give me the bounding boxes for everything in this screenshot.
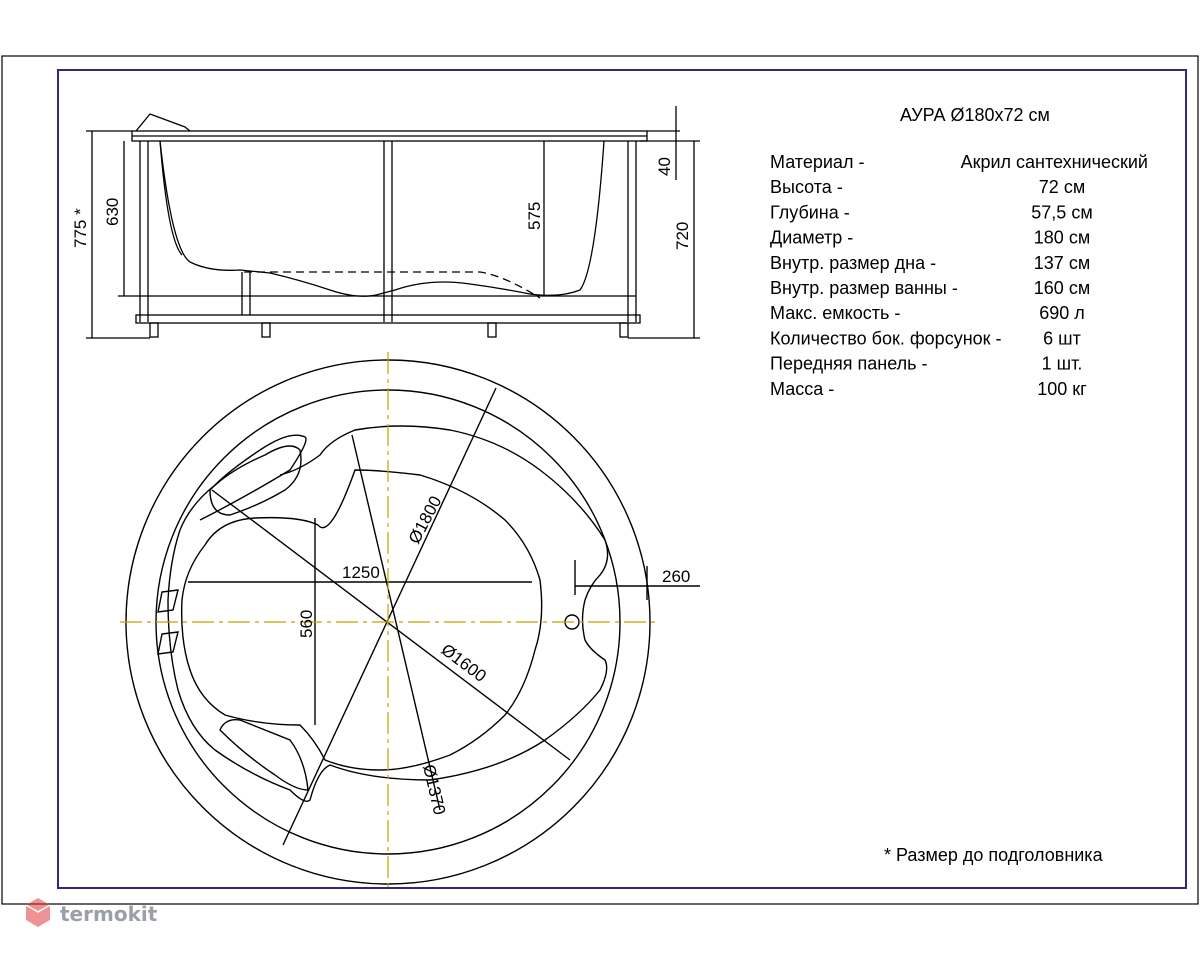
spec-label: Макс. емкость - [770, 303, 900, 323]
spec-value: 100 кг [1037, 379, 1087, 399]
spec-label: Внутр. размер дна - [770, 253, 936, 273]
dim-rim: 40 [655, 157, 674, 176]
spec-value: 6 шт [1043, 328, 1081, 348]
spec-value: 690 л [1039, 303, 1085, 323]
spec-value: 1 шт. [1042, 354, 1083, 374]
footnote: * Размер до подголовника [884, 845, 1104, 865]
spec-label: Материал - [770, 152, 864, 172]
drawing-frame [57, 69, 1187, 889]
dim-depth: 575 [525, 202, 544, 230]
product-title: АУРА Ø180х72 см [900, 105, 1050, 125]
spec-label: Диаметр - [770, 228, 853, 248]
spec-label: Глубина - [770, 202, 850, 222]
spec-label: Высота - [770, 177, 843, 197]
termokit-watermark: termokit [25, 898, 158, 927]
sheet-border [1, 55, 1199, 905]
dim-offset: 260 [662, 567, 690, 586]
spec-value: Акрил сантехнический [961, 152, 1148, 172]
watermark-text: termokit [60, 902, 158, 926]
dim-overall-height: 775 * [71, 208, 90, 248]
spec-value: 72 см [1039, 177, 1085, 197]
dim-bottom-diameter: Ø1370 [419, 763, 449, 817]
dim-length: 1250 [342, 563, 380, 582]
spec-value: 57,5 см [1031, 202, 1092, 222]
dim-inner-height: 630 [103, 198, 122, 226]
spec-value: 180 см [1034, 228, 1090, 248]
dim-width: 560 [297, 610, 316, 638]
spec-label: Количество бок. форсунок - [770, 328, 1002, 348]
dim-height: 720 [673, 222, 692, 250]
spec-label: Масса - [770, 379, 834, 399]
spec-label: Внутр. размер ванны - [770, 278, 958, 298]
side-view [86, 106, 700, 339]
centerlines [120, 352, 660, 892]
spec-label: Передняя панель - [770, 354, 928, 374]
dim-outer-diameter: Ø1800 [405, 493, 446, 547]
spec-value: 137 см [1034, 253, 1090, 273]
spec-value: 160 см [1034, 278, 1090, 298]
